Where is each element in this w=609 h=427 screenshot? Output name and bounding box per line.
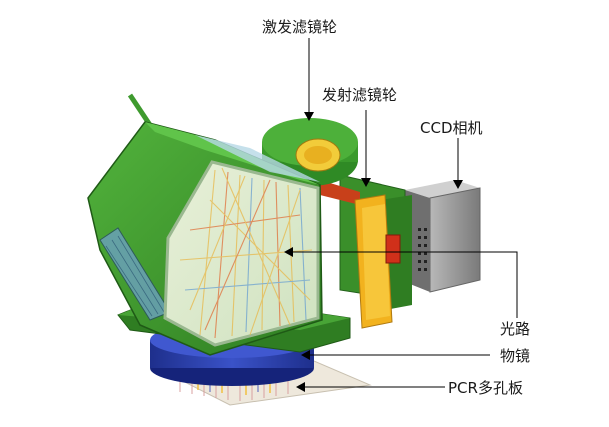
label-objective-lens: 物镜 <box>500 347 531 365</box>
leader-lines <box>293 38 518 388</box>
leader-arrowheads <box>284 112 463 392</box>
label-excitation-filter-wheel: 激发滤镜轮 <box>262 18 338 36</box>
label-ccd-camera: CCD相机 <box>420 119 483 137</box>
ccd-camera <box>405 180 481 293</box>
label-pcr-plate: PCR多孔板 <box>448 379 523 397</box>
excitation-filter-wheel <box>262 118 358 186</box>
label-emission-filter-wheel: 发射滤镜轮 <box>322 86 398 104</box>
label-light-path: 光路 <box>500 320 531 338</box>
emission-filter-wheel <box>320 180 401 329</box>
